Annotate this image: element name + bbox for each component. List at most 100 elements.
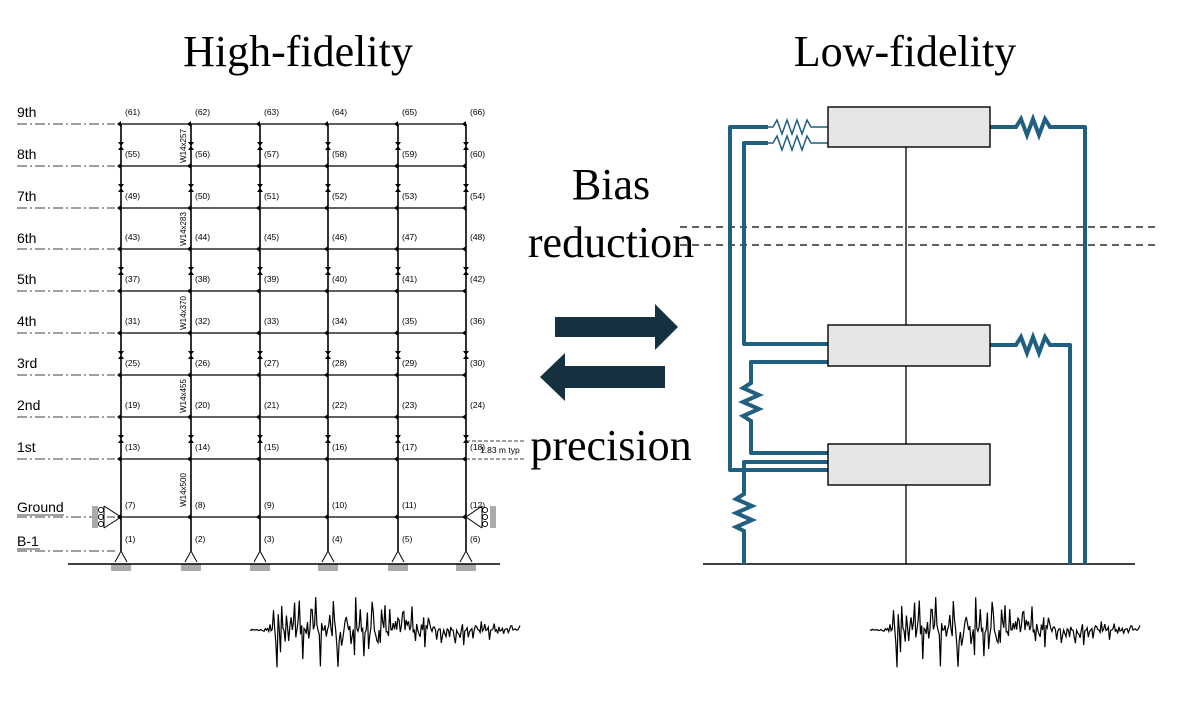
node-label: (35) [402, 316, 417, 326]
column-splice [463, 351, 469, 355]
node-label: (18) [470, 442, 485, 452]
column-section-label: W14x283 [179, 212, 188, 246]
beam-hinge-marker [256, 163, 260, 169]
column-splice [325, 351, 331, 355]
column-splice [188, 142, 194, 146]
spring-icon [768, 133, 828, 153]
node-label: (56) [195, 149, 210, 159]
floor-label: 5th [17, 271, 36, 287]
seismogram-icon [869, 597, 1141, 668]
column-splice [463, 267, 469, 271]
beam-hinge-marker [256, 330, 260, 336]
column-splice [118, 355, 124, 359]
support-base [456, 564, 476, 571]
spring-icon [731, 488, 757, 535]
pin-support-icon [253, 549, 267, 563]
floor-label: 1st [17, 439, 36, 455]
node-label: (60) [470, 149, 485, 159]
column-splice [118, 188, 124, 192]
column-splice [325, 435, 331, 439]
column-splice [118, 267, 124, 271]
beam-hinge-marker [394, 372, 398, 378]
pin-support-icon [391, 549, 405, 563]
beam-hinge-marker [394, 514, 398, 520]
frame-columns [120, 124, 467, 551]
column-splice [118, 351, 124, 355]
node-label: (16) [332, 442, 347, 452]
node-label: (46) [332, 232, 347, 242]
beam-hinge-marker [256, 121, 260, 127]
node-label: (45) [264, 232, 279, 242]
node-labels: (61)(62)(63)(64)(65)(66)(55)(56)(57)(58)… [125, 107, 485, 544]
beam-hinge-marker [117, 514, 121, 520]
beam-hinge-marker [187, 163, 191, 169]
floor-label: 6th [17, 230, 36, 246]
beam-hinge-marker [324, 163, 328, 169]
node-label: (19) [125, 400, 140, 410]
node-label: (25) [125, 358, 140, 368]
column-splice [463, 435, 469, 439]
frame-beams [121, 123, 466, 518]
precision-label: precision [530, 421, 691, 470]
column-splice [188, 351, 194, 355]
connection-line [990, 343, 1072, 564]
column-section-label: W14x370 [179, 296, 188, 330]
beam-hinge-marker [187, 372, 191, 378]
column-splice [395, 439, 401, 443]
node-label: (31) [125, 316, 140, 326]
high-fidelity-title: High-fidelity [183, 27, 413, 76]
column-splice [118, 435, 124, 439]
column-splice [257, 188, 263, 192]
column-splice [188, 267, 194, 271]
node-label: (62) [195, 107, 210, 117]
column-splice [188, 271, 194, 275]
column-splice [463, 184, 469, 188]
node-label: (1) [125, 534, 136, 544]
column-splice [325, 142, 331, 146]
node-label: (17) [402, 442, 417, 452]
spring-icon [1010, 331, 1055, 359]
floor-label: 4th [17, 313, 36, 329]
bias-label: Bias [572, 160, 650, 209]
column-splice [325, 355, 331, 359]
floor-label: 9th [17, 104, 36, 120]
beam-hinge-marker [187, 205, 191, 211]
beam-hinge-marker [256, 205, 260, 211]
node-label: (38) [195, 274, 210, 284]
node-label: (58) [332, 149, 347, 159]
beam-hinge-marker [256, 514, 260, 520]
beam-hinge-marker [462, 288, 466, 294]
low-fidelity-model [680, 106, 1155, 565]
node-label: (37) [125, 274, 140, 284]
beam-hinge-marker [394, 330, 398, 336]
node-label: (11) [402, 500, 417, 510]
column-splice [257, 142, 263, 146]
node-label: (42) [470, 274, 485, 284]
support-base [388, 564, 408, 571]
beam-hinge-marker [394, 288, 398, 294]
beam-hinge-marker [462, 121, 466, 127]
beam-hinge-marker [462, 456, 466, 462]
node-label: (49) [125, 191, 140, 201]
beam-hinge-marker [324, 456, 328, 462]
node-label: (36) [470, 316, 485, 326]
column-splice [118, 146, 124, 150]
right-arrow-icon [555, 304, 678, 350]
connection-line [990, 125, 1087, 564]
roller-support-icon [465, 505, 496, 529]
column-splice [395, 188, 401, 192]
reduction-label: reduction [528, 218, 694, 267]
beam-hinge-marker [462, 414, 466, 420]
column-splice [257, 267, 263, 271]
node-label: (3) [264, 534, 275, 544]
column-splice [257, 355, 263, 359]
node-label: (12) [470, 500, 485, 510]
node-label: (4) [332, 534, 343, 544]
beam-hinge-marker [117, 330, 121, 336]
column-splice [257, 435, 263, 439]
beam-hinge-marker [117, 205, 121, 211]
spring-icon [768, 117, 828, 137]
column-splice [395, 355, 401, 359]
